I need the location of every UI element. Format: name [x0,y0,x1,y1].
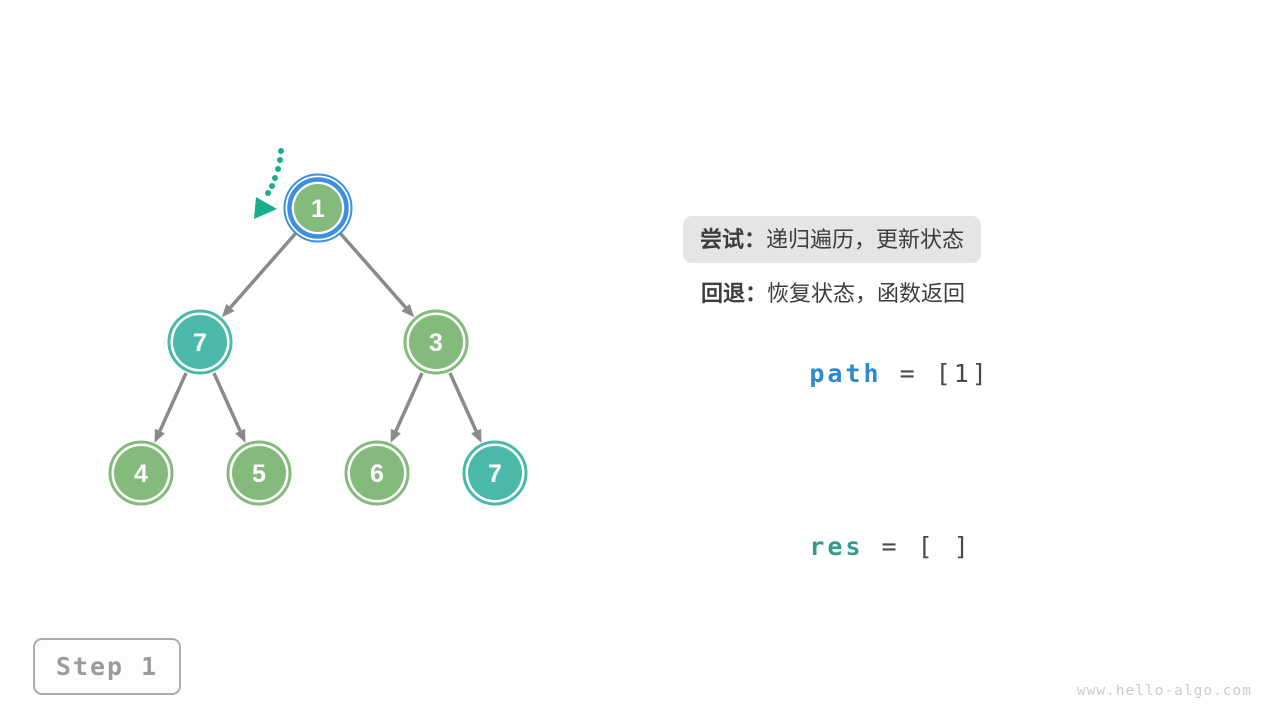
backtrack-note: 回退：恢复状态，函数返回 [701,280,1083,307]
res-variable-value: = [ ] [863,532,972,561]
tree-edge [448,372,482,443]
tree-node-7: 7 [462,440,528,506]
info-panel: 尝试：递归遍历，更新状态 回退：恢复状态，函数返回 path = [1] res… [683,216,1083,589]
tree-edge [212,372,246,443]
tree-edge [339,232,415,318]
path-variable-value: = [1] [881,359,990,388]
tree-edge [154,372,188,443]
tree-node-7: 7 [167,309,233,375]
tree-node-5: 5 [226,440,292,506]
backtrack-label: 回退： [701,281,768,306]
node-value: 4 [134,460,148,488]
node-value: 7 [193,329,207,357]
tree-edge [390,372,424,443]
backtrack-text: 恢复状态，函数返回 [767,281,966,306]
current-node-pointer-icon [254,148,284,219]
try-label: 尝试： [700,227,767,252]
tree-node-6: 6 [344,440,410,506]
watermark: www.hello-algo.com [1076,683,1252,699]
tree-node-3: 3 [403,309,469,375]
tree-node-4: 4 [108,440,174,506]
node-value: 6 [370,460,384,488]
node-value: 5 [252,460,266,488]
path-variable-line: path = [1] [701,332,1083,416]
res-variable-name: res [809,532,864,561]
node-value: 1 [311,195,325,223]
tree-diagram: 1 7 3 4 5 6 7 [108,148,528,506]
step-badge: Step 1 [33,638,181,695]
res-variable-line: res = [ ] [701,505,1083,589]
try-text: 递归遍历，更新状态 [766,227,965,252]
path-variable-name: path [809,359,882,388]
tree-edge [221,232,297,318]
node-value: 3 [429,329,443,357]
tree-node-1: 1 [283,173,353,243]
try-note: 尝试：递归遍历，更新状态 [683,216,982,263]
node-value: 7 [488,460,502,488]
